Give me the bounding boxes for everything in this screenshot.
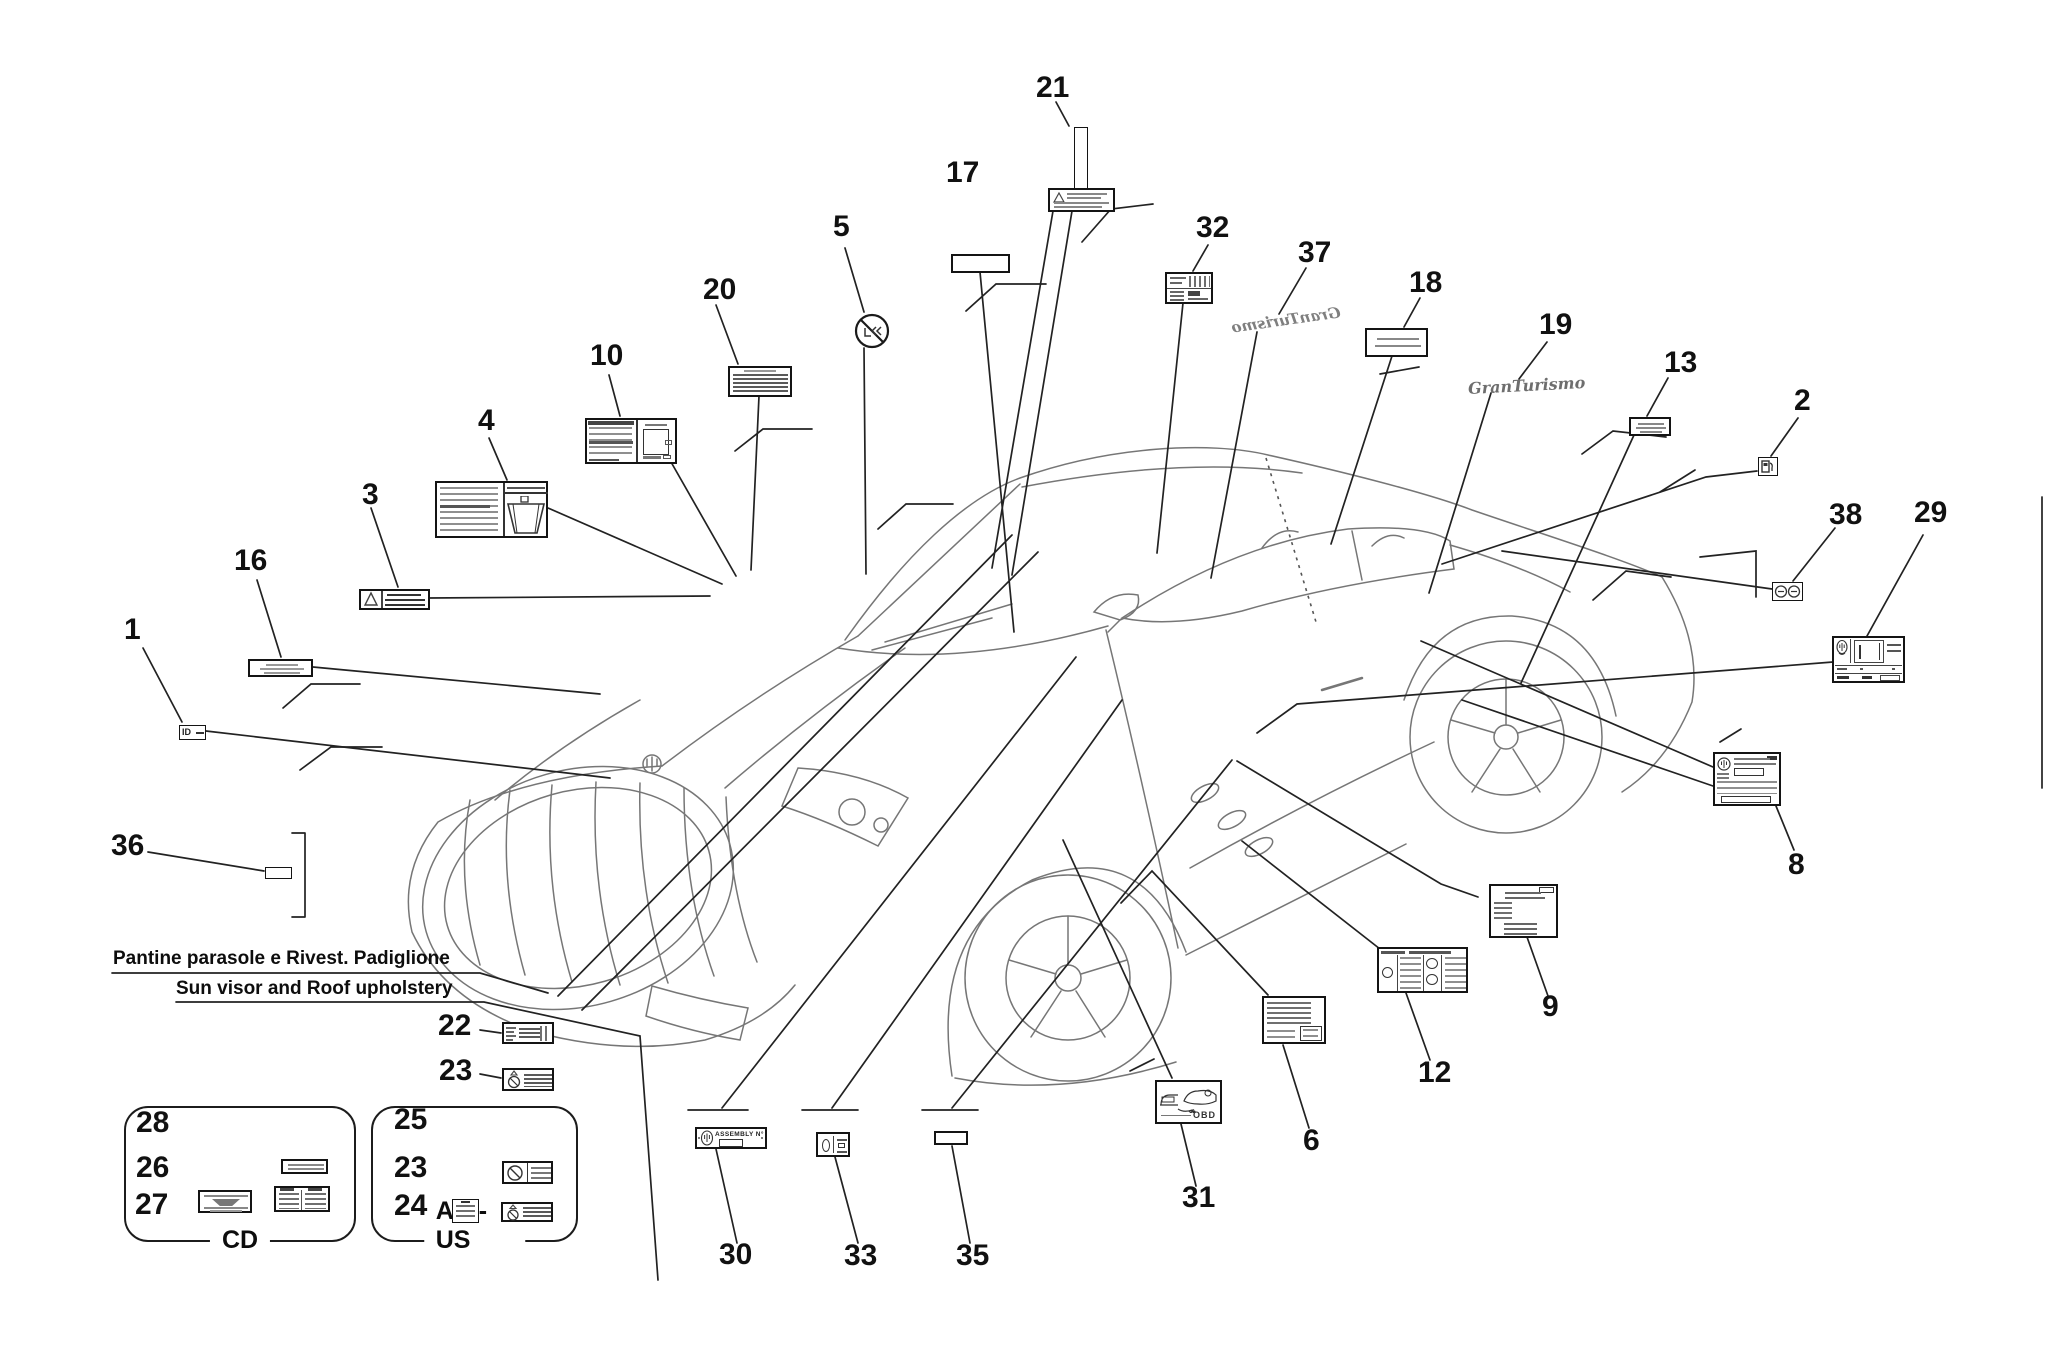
callout-36: 36: [111, 829, 145, 862]
callout-16: 16: [234, 544, 268, 577]
assembly-text: ASSEMBLY N°: [715, 1131, 764, 1138]
callout-35: 35: [956, 1239, 990, 1272]
fuel-pump-icon: [1761, 460, 1773, 473]
label-31-obd: OBD: [1155, 1080, 1222, 1124]
label-29-vin-plate: [1832, 636, 1905, 683]
callout-29: 29: [1914, 496, 1948, 529]
oil-can-icon: [507, 1070, 521, 1089]
label-23-oil-auus: [501, 1202, 553, 1222]
obd-text: OBD: [1193, 1110, 1216, 1120]
label-27-trapezoid: [198, 1190, 252, 1213]
label-8-homologation-plate: [1713, 752, 1781, 806]
label-3-warning-strip: [359, 589, 430, 610]
callout-24: 24: [394, 1189, 428, 1222]
callout-22: 22: [438, 1009, 472, 1042]
callout-12: 12: [1418, 1056, 1452, 1089]
callout-1: 1: [124, 613, 141, 646]
callout-19: 19: [1539, 308, 1573, 341]
bulb-icons: [1774, 585, 1801, 598]
label-38-bulbs: [1772, 582, 1803, 601]
label-12-tyre-table: [1377, 947, 1468, 993]
callout-13: 13: [1664, 346, 1698, 379]
callout-31: 31: [1182, 1181, 1216, 1214]
callout-8: 8: [1788, 848, 1805, 881]
trident-roundel-icon: [1717, 757, 1731, 771]
note-italian: Pantine parasole e Rivest. Padiglione: [113, 948, 450, 969]
warning-triangle-icon: [363, 591, 379, 606]
callout-5: 5: [833, 210, 850, 243]
label-13-strip: [1629, 417, 1671, 436]
label-30-assembly-plate: ASSEMBLY N°: [695, 1127, 767, 1149]
label-33-switch: [816, 1132, 850, 1157]
group-box-cd: CD: [124, 1106, 356, 1255]
label-20-striped: [728, 366, 792, 397]
label-6-sticker: [1262, 996, 1326, 1044]
group-cd-label: CD: [209, 1226, 271, 1255]
callout-6: 6: [1303, 1124, 1320, 1157]
callout-9: 9: [1542, 990, 1559, 1023]
label-1-id-plate: ID: [179, 725, 206, 740]
label-28-strip: [281, 1159, 328, 1174]
callout-3: 3: [362, 478, 379, 511]
callout-37: 37: [1298, 236, 1332, 269]
label-21-stem: [1074, 127, 1088, 190]
label-35-blank: [934, 1131, 968, 1145]
leader-lines: [111, 101, 2043, 1281]
callout-38: 38: [1829, 498, 1863, 531]
callout-27: 27: [135, 1188, 169, 1221]
callout-28: 28: [136, 1106, 170, 1139]
label-5-prohibition-roundel: [854, 313, 890, 349]
label-10-emission: [585, 418, 677, 464]
id-text: ID: [182, 727, 191, 737]
label-26-table: [274, 1186, 330, 1212]
callout-25: 25: [394, 1103, 428, 1136]
trident-oval-icon: [700, 1130, 714, 1146]
no-smoking-icon: [507, 1165, 523, 1181]
trident-oval-icon: [1836, 639, 1848, 655]
callout-32: 32: [1196, 211, 1230, 244]
label-32-barcode: [1165, 272, 1213, 304]
label-21-visor-label: [1048, 188, 1115, 212]
label-36-blank: [265, 867, 292, 879]
callout-18: 18: [1409, 266, 1443, 299]
label-4-battery: [435, 481, 548, 538]
callout-4: 4: [478, 404, 495, 437]
label-9-sticker: [1489, 884, 1558, 938]
label-24-sheet: [452, 1199, 479, 1223]
car-on-lift-icon: [1160, 1089, 1217, 1113]
callout-10: 10: [590, 339, 624, 372]
callout-23: 23: [439, 1054, 473, 1087]
callout-26: 26: [136, 1151, 170, 1184]
label-18-strip: [1365, 328, 1428, 357]
label-16-strip: [248, 659, 313, 677]
label-23-oil: [502, 1068, 554, 1091]
callout-30: 30: [719, 1238, 753, 1271]
callout-17: 17: [946, 156, 980, 189]
oil-can-icon: [507, 1204, 519, 1221]
callout-21: 21: [1036, 71, 1070, 104]
label-17-blank-strip: [951, 254, 1010, 273]
note-english: Sun visor and Roof upholstery: [176, 978, 453, 999]
callout-20: 20: [703, 273, 737, 306]
callout-33: 33: [844, 1239, 878, 1272]
bucket-icon: [506, 496, 546, 534]
car-sketch: [407, 446, 1695, 1086]
callout-2: 2: [1794, 384, 1811, 417]
label-25-prohibition: [502, 1161, 553, 1184]
callout-23-auus: 23: [394, 1151, 428, 1184]
label-22-coded: [502, 1022, 554, 1044]
label-2-fuel: [1758, 457, 1778, 476]
